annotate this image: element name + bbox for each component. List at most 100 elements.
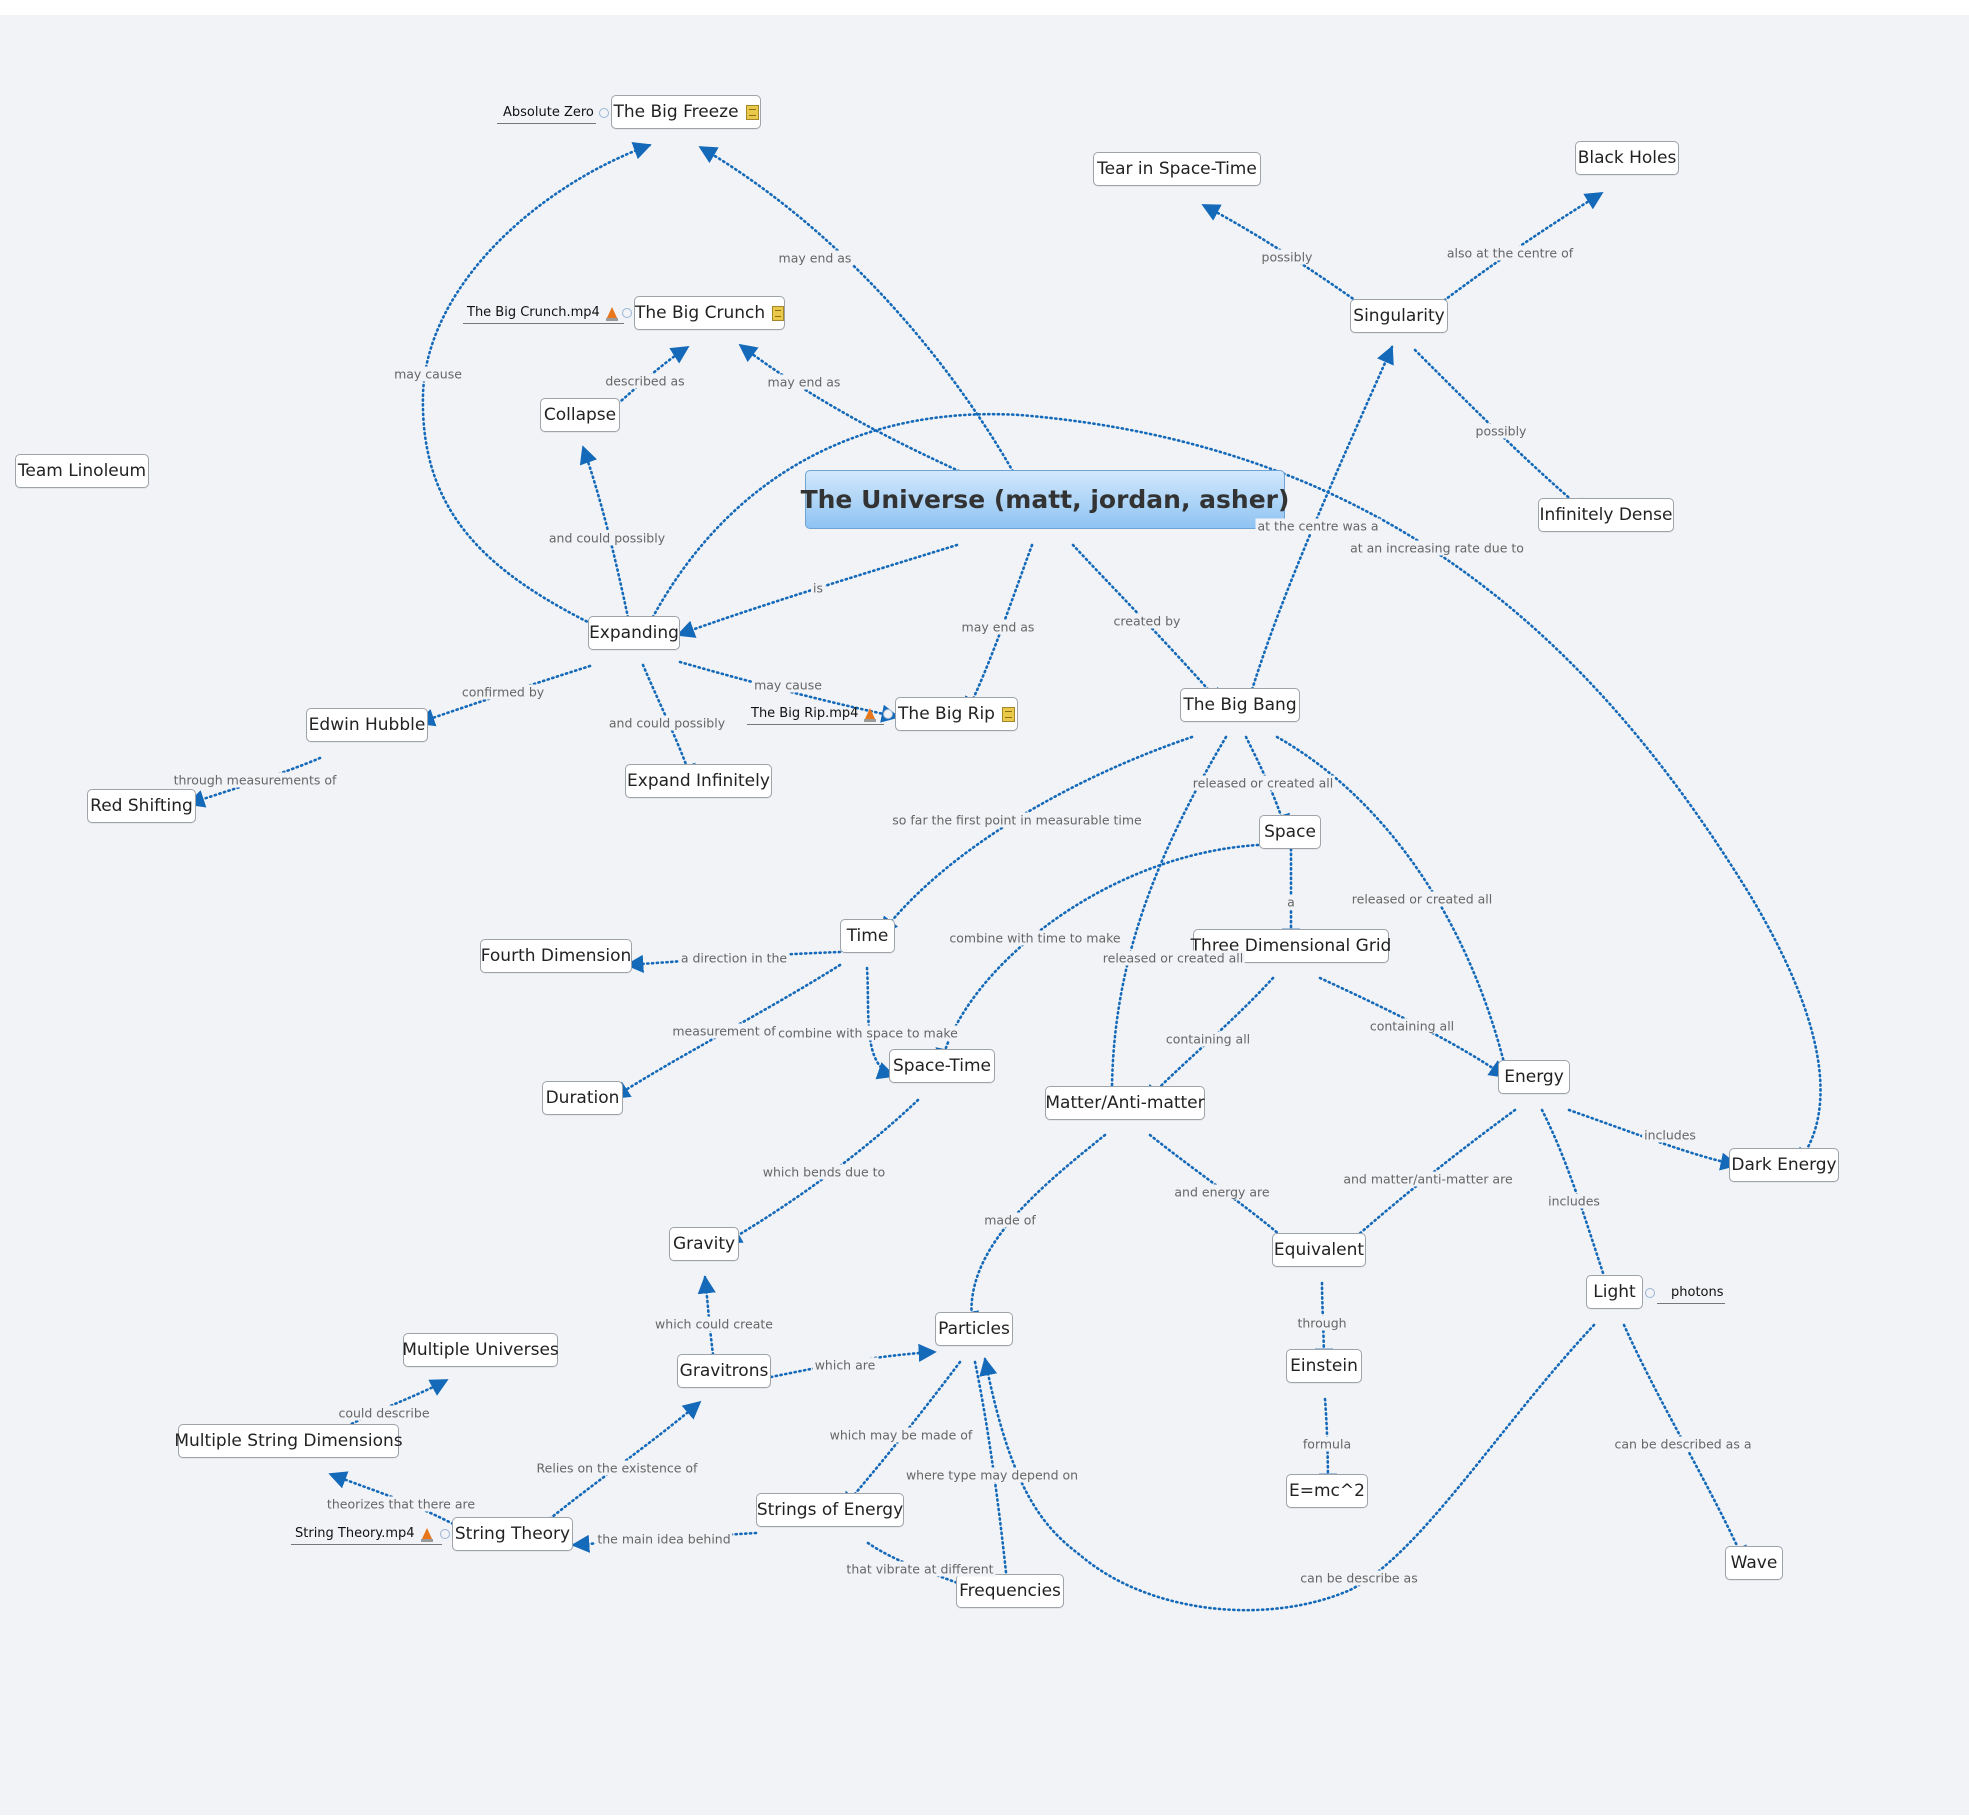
node-big-rip[interactable]: The Big Rip xyxy=(895,697,1018,731)
connector-arrow[interactable] xyxy=(611,963,842,1100)
node-expanding[interactable]: Expanding xyxy=(588,616,680,650)
relationship-label[interactable]: so far the first point in measurable tim… xyxy=(890,812,1144,828)
attachment-string-theory-video[interactable]: String Theory.mp4 xyxy=(291,1524,442,1545)
node-time[interactable]: Time xyxy=(840,919,895,953)
attachment-big-crunch-video[interactable]: The Big Crunch.mp4 xyxy=(463,303,624,324)
relationship-label[interactable]: combine with space to make xyxy=(776,1025,960,1041)
node-space[interactable]: Space xyxy=(1259,815,1321,849)
connector-arrow[interactable] xyxy=(676,543,959,638)
node-infinitely-dense[interactable]: Infinitely Dense xyxy=(1538,498,1674,532)
relationship-label[interactable]: which may be made of xyxy=(827,1427,975,1443)
node-equivalent[interactable]: Equivalent xyxy=(1272,1233,1366,1267)
relationship-label[interactable]: released or created all xyxy=(1349,891,1495,907)
relationship-label[interactable]: which are xyxy=(812,1357,878,1373)
relationship-label[interactable]: measurement of xyxy=(670,1023,778,1039)
relationship-label[interactable]: through measurements of xyxy=(171,772,339,788)
relationship-label[interactable]: created by xyxy=(1111,613,1183,629)
relationship-label[interactable]: may end as xyxy=(776,250,854,266)
connector-arrow[interactable] xyxy=(769,1343,937,1379)
node-team-linoleum[interactable]: Team Linoleum xyxy=(15,454,149,488)
relationship-label[interactable]: may cause xyxy=(392,366,464,382)
relationship-label[interactable]: containing all xyxy=(1163,1031,1253,1047)
central-topic[interactable]: The Universe (matt, jordan, asher) xyxy=(801,470,1289,529)
note-icon[interactable] xyxy=(745,104,759,120)
node-gravity[interactable]: Gravity xyxy=(669,1227,739,1261)
relationship-label[interactable]: includes xyxy=(1642,1127,1698,1143)
relationship-label[interactable]: and energy are xyxy=(1172,1184,1272,1200)
node-fourth-dimension[interactable]: Fourth Dimension xyxy=(480,939,632,973)
relationship-label[interactable]: which bends due to xyxy=(760,1164,888,1180)
node-multiple-universes[interactable]: Multiple Universes xyxy=(402,1333,559,1367)
relationship-label[interactable]: through xyxy=(1295,1315,1349,1331)
relationship-label[interactable]: confirmed by xyxy=(459,684,547,700)
connector-arrow[interactable] xyxy=(1102,735,1228,1107)
node-collapse[interactable]: Collapse xyxy=(540,398,620,432)
attachment-absolute-zero[interactable]: Absolute Zero xyxy=(497,103,596,124)
relationship-label[interactable]: containing all xyxy=(1367,1018,1457,1034)
node-big-bang[interactable]: The Big Bang xyxy=(1180,688,1300,722)
node-einstein[interactable]: Einstein xyxy=(1286,1349,1362,1383)
relationship-label[interactable]: and could possibly xyxy=(546,530,668,546)
relationship-label[interactable]: which could create xyxy=(653,1316,775,1332)
relationship-label[interactable]: released or created all xyxy=(1100,950,1246,966)
relationship-label[interactable]: could describe xyxy=(336,1405,432,1421)
relationship-label[interactable]: may end as xyxy=(765,374,843,390)
relationship-label[interactable]: and matter/anti-matter are xyxy=(1341,1171,1515,1187)
node-wave[interactable]: Wave xyxy=(1725,1546,1783,1580)
connector-arrow[interactable] xyxy=(579,445,632,629)
relationship-label[interactable]: can be described as a xyxy=(1612,1436,1754,1452)
connector-arrow[interactable] xyxy=(1567,1108,1739,1171)
node-tear-in-space-time[interactable]: Tear in Space-Time xyxy=(1093,152,1261,186)
relationship-label[interactable]: released or created all xyxy=(1190,775,1336,791)
relationship-label[interactable]: where type may depend on xyxy=(903,1467,1081,1483)
relationship-label[interactable]: a direction in the xyxy=(678,950,790,966)
note-icon[interactable] xyxy=(1001,706,1015,722)
relationship-label[interactable]: made of xyxy=(982,1212,1038,1228)
node-strings-of-energy[interactable]: Strings of Energy xyxy=(756,1493,904,1527)
relationship-label[interactable]: possibly xyxy=(1473,423,1529,439)
connector-arrow[interactable] xyxy=(1246,345,1394,705)
relationship-label[interactable]: a xyxy=(1285,894,1297,910)
attachment-photons[interactable]: photons xyxy=(1657,1283,1725,1304)
note-icon[interactable] xyxy=(772,305,784,321)
node-multiple-string-dimensions[interactable]: Multiple String Dimensions xyxy=(174,1424,403,1458)
relationship-label[interactable]: may cause xyxy=(752,677,824,693)
node-gravitrons[interactable]: Gravitrons xyxy=(677,1354,771,1388)
relationship-label[interactable]: also at the centre of xyxy=(1444,245,1576,261)
node-string-theory[interactable]: String Theory xyxy=(452,1517,573,1551)
relationship-label[interactable]: can be describe as xyxy=(1298,1570,1420,1586)
node-big-freeze[interactable]: The Big Freeze xyxy=(611,95,761,129)
node-edwin-hubble[interactable]: Edwin Hubble xyxy=(306,708,428,742)
relationship-label[interactable]: possibly xyxy=(1259,249,1315,265)
relationship-label[interactable]: may end as xyxy=(959,619,1037,635)
node-big-crunch[interactable]: The Big Crunch xyxy=(634,296,785,330)
relationship-label[interactable]: at the centre was a xyxy=(1255,518,1381,534)
connector-arrow[interactable] xyxy=(644,412,1822,1167)
relationship-label[interactable]: that vibrate at different xyxy=(844,1561,996,1577)
relationship-label[interactable]: described as xyxy=(603,373,687,389)
node-matter-anti-matter[interactable]: Matter/Anti-matter xyxy=(1045,1086,1205,1120)
relationship-label[interactable]: theorizes that there are xyxy=(324,1496,478,1512)
node-red-shifting[interactable]: Red Shifting xyxy=(87,789,196,823)
connector-arrow[interactable] xyxy=(1275,735,1514,1081)
connector-arrow[interactable] xyxy=(421,142,652,632)
connector-arrow[interactable] xyxy=(698,145,1022,486)
node-space-time[interactable]: Space-Time xyxy=(889,1049,995,1083)
relationship-label[interactable]: combine with time to make xyxy=(947,930,1123,946)
node-light[interactable]: Light xyxy=(1586,1275,1643,1309)
relationship-label[interactable]: is xyxy=(811,580,825,596)
relationship-label[interactable]: formula xyxy=(1300,1436,1354,1452)
node-dark-energy[interactable]: Dark Energy xyxy=(1729,1148,1839,1182)
connector-arrow[interactable] xyxy=(961,1133,1107,1330)
node-energy[interactable]: Energy xyxy=(1498,1060,1570,1094)
relationship-label[interactable]: includes xyxy=(1546,1193,1602,1209)
relationship-label[interactable]: at an increasing rate due to xyxy=(1348,540,1526,556)
node-frequencies[interactable]: Frequencies xyxy=(956,1574,1064,1608)
attachment-big-rip-video[interactable]: The Big Rip.mp4 xyxy=(747,704,884,725)
node-e-mc2[interactable]: E=mc^2 xyxy=(1286,1474,1368,1508)
relationship-label[interactable]: the main idea behind xyxy=(595,1531,733,1547)
node-expand-infinitely[interactable]: Expand Infinitely xyxy=(625,764,772,798)
connector-arrow[interactable] xyxy=(979,1323,1596,1612)
node-duration[interactable]: Duration xyxy=(542,1081,623,1115)
node-particles[interactable]: Particles xyxy=(935,1312,1013,1346)
